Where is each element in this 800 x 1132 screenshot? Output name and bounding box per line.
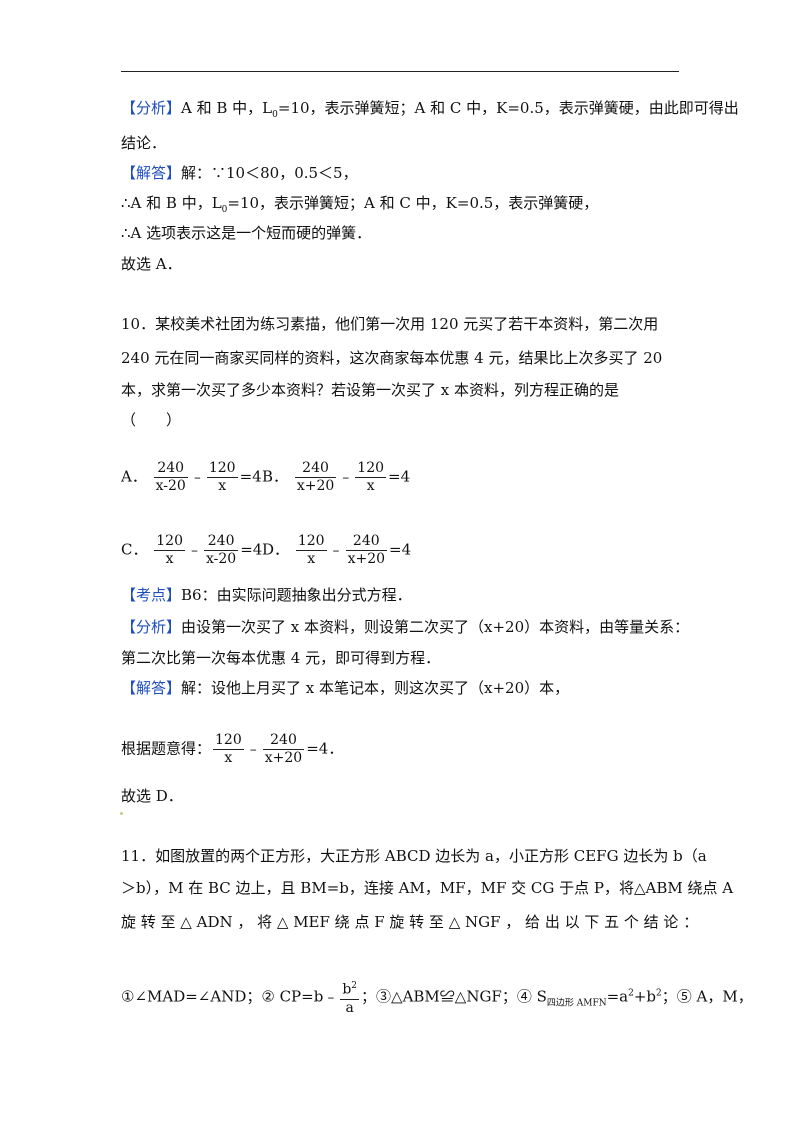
point-tag: 【考点】 xyxy=(121,586,182,604)
q10-stem-line2: 240 元在同一商家买同样的资料，这次商家每本优惠 4 元，结果比上次多买了 2… xyxy=(121,349,663,367)
stray-mark xyxy=(120,812,123,815)
q10-stem-line1: 10．某校美术社团为练习素描，他们第一次用 120 元买了若干本资料，第二次用 xyxy=(121,315,659,333)
q9-answer-line3: ∴A 选项表示这是一个短而硬的弹簧． xyxy=(121,224,372,242)
q11-stem-line2: ＞b），M 在 BC 边上，且 BM=b，连接 AM，MF，MF 交 CG 于点… xyxy=(121,879,734,897)
q10-choice: 故选 D． xyxy=(121,787,183,805)
q10-analysis-line2: 第二次比第一次每本优惠 4 元，即可得到方程． xyxy=(121,649,441,667)
q10-point: 【考点】B6：由实际问题抽象出分式方程． xyxy=(121,586,412,604)
analysis-tag: 【分析】 xyxy=(121,618,182,636)
q9-answer-line2: ∴A 和 B 中，L0=10，表示弹簧短；A 和 C 中，K=0.5，表示弹簧硬… xyxy=(121,194,599,215)
q10-answer: 【解答】解：设他上月买了 x 本笔记本，则这次买了（x+20）本， xyxy=(121,679,570,697)
q11-stem-line1: 11．如图放置的两个正方形，大正方形 ABCD 边长为 a，小正方形 CEFG … xyxy=(121,847,707,865)
analysis-tag: 【分析】 xyxy=(121,99,182,117)
q9-answer: 【解答】解：∵10＜80，0.5＜5， xyxy=(121,164,358,182)
q10-analysis: 【分析】由设第一次买了 x 本资料，则设第二次买了（x+20）本资料，由等量关系… xyxy=(121,618,690,636)
answer-tag: 【解答】 xyxy=(121,164,182,182)
q10-stem-line4: （ ） xyxy=(121,411,182,429)
q9-analysis-line2: 结论． xyxy=(121,134,167,152)
q9-analysis: 【分析】A 和 B 中，L0=10，表示弹簧短；A 和 C 中，K=0.5，表示… xyxy=(121,99,739,120)
q11-stem-line3: 旋 转 至 △ ADN ， 将 △ MEF 绕 点 F 旋 转 至 △ NGF … xyxy=(121,913,699,931)
q9-choice: 故选 A． xyxy=(121,255,182,273)
q10-stem-line3: 本，求第一次买了多少本资料？若设第一次买了 x 本资料，列方程正确的是 xyxy=(121,381,619,399)
header-rule xyxy=(121,71,679,72)
answer-tag: 【解答】 xyxy=(121,679,182,697)
